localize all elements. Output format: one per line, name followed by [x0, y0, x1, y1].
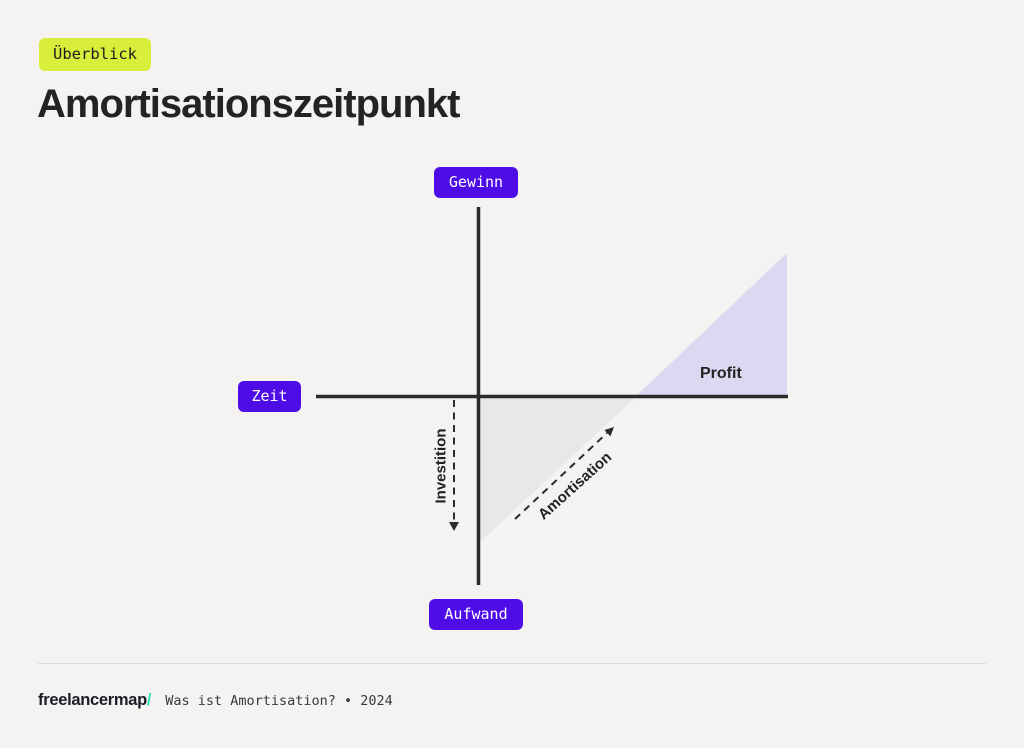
arrow-up-right-icon	[604, 427, 614, 437]
profit-area-label: Profit	[700, 365, 742, 382]
logo-wordmark: freelancermap	[38, 691, 147, 709]
axis-label-gewinn: Gewinn	[434, 167, 518, 198]
footer-divider	[38, 663, 986, 664]
overview-badge: Überblick	[39, 38, 151, 71]
investment-arrow-label: Investition	[432, 428, 450, 504]
freelancermap-logo: freelancermap/	[38, 691, 152, 710]
arrow-down-icon	[449, 522, 459, 531]
axis-label-zeit: Zeit	[238, 381, 301, 412]
axis-label-aufwand: Aufwand	[429, 599, 523, 630]
footer: freelancermap/ Was ist Amortisation? • 2…	[38, 691, 393, 710]
logo-slash-icon: /	[146, 691, 152, 709]
investment-arrow	[449, 400, 459, 531]
loss-area-triangle	[480, 397, 636, 542]
page-title: Amortisationszeitpunkt	[37, 82, 460, 126]
footer-caption: Was ist Amortisation? • 2024	[165, 693, 393, 709]
amortisation-arrow-label: Amortisation	[534, 448, 616, 524]
